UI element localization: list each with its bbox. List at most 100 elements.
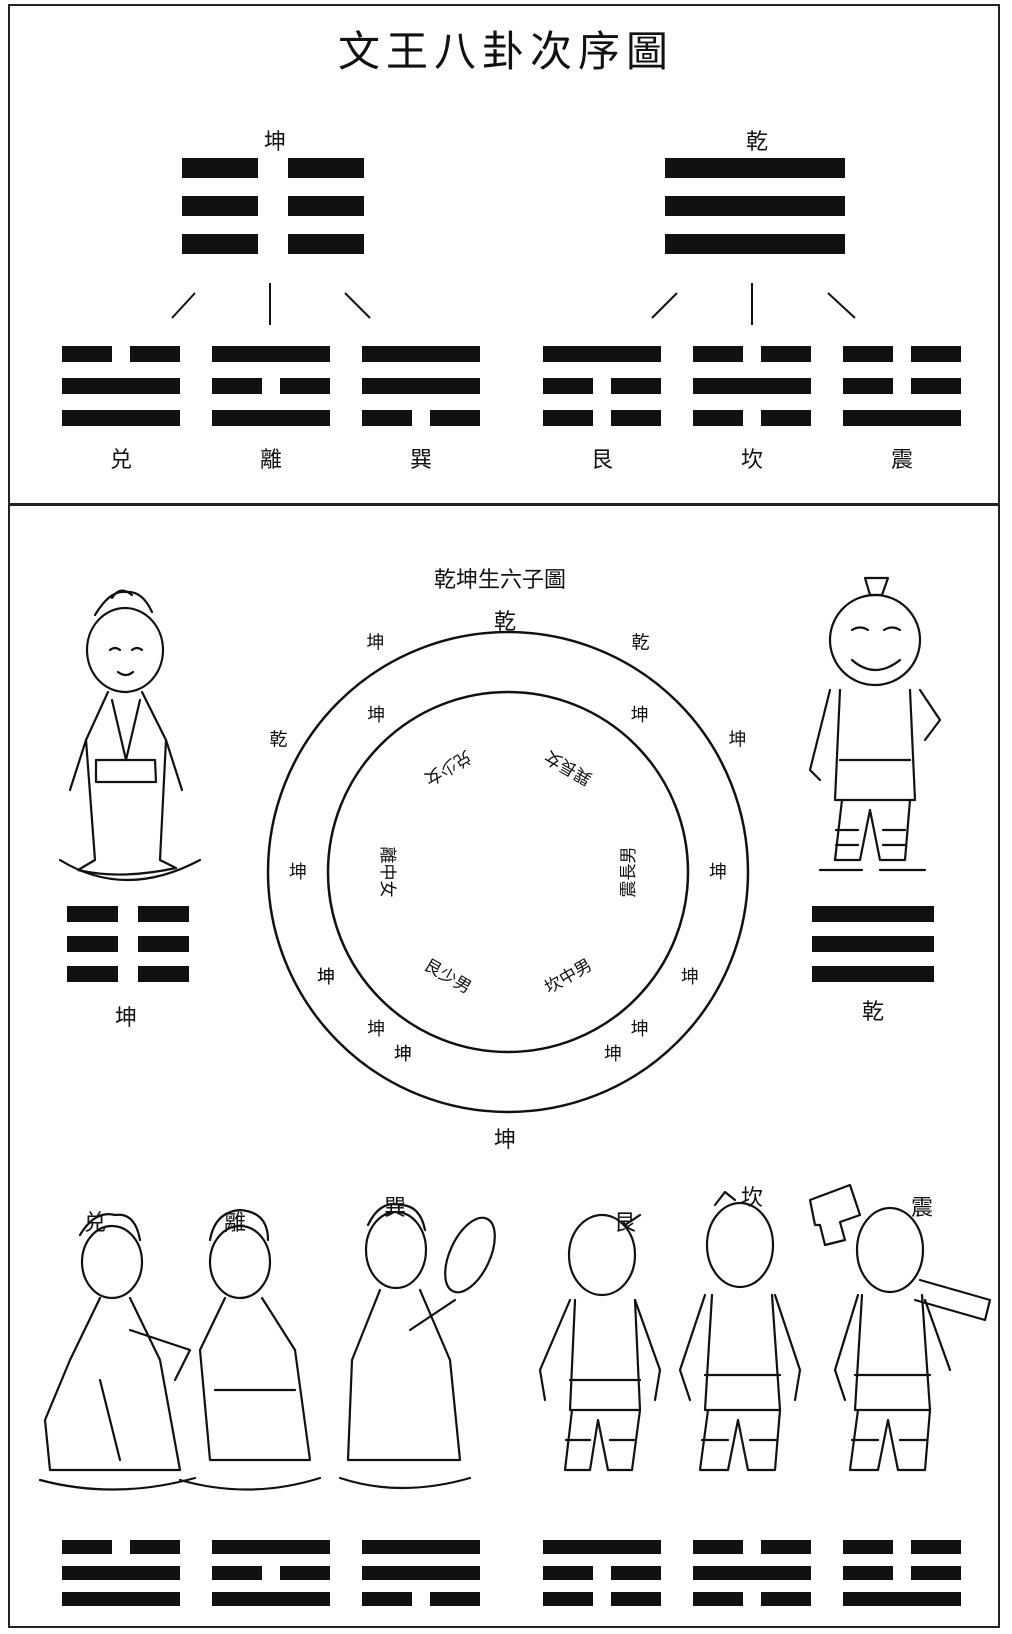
yin-line-segment: [693, 346, 743, 362]
son-zhen-figure: [808, 1183, 992, 1472]
yang-line: [362, 378, 480, 394]
yang-line: [543, 1540, 661, 1554]
trigram-bottom-li: [212, 1540, 330, 1606]
page-title: 文王八卦次序圖: [337, 27, 674, 76]
yang-line: [62, 1592, 180, 1606]
yin-line-segment: [430, 1592, 480, 1606]
parent-label-kun: 坤: [263, 130, 286, 155]
yin-line-segment: [182, 196, 258, 216]
yin-line-segment: [130, 1540, 180, 1554]
father-figure: [808, 576, 942, 872]
yin-line-segment: [288, 234, 364, 254]
yin-line-segment: [761, 1592, 811, 1606]
yang-line: [543, 346, 661, 362]
page-frame: [8, 4, 1000, 1628]
trigram-li: [212, 346, 330, 426]
trigram-kan: [693, 346, 811, 426]
circle-top-label: 乾: [493, 610, 516, 635]
trigram-bottom-xun: [362, 1540, 480, 1606]
son-kan-figure: [678, 1190, 802, 1472]
trigram-bottom-kan: [693, 1540, 811, 1606]
ring-label: 坤: [394, 1044, 412, 1065]
yang-line: [212, 410, 330, 426]
ring-label: 坤: [681, 967, 699, 988]
father-label: 乾: [861, 1000, 884, 1025]
figure-label-xun: 巽: [383, 1196, 406, 1221]
ring-label: 坤: [728, 730, 746, 751]
yin-line-segment: [761, 410, 811, 426]
yin-line-segment: [693, 1592, 743, 1606]
child-label-li: 離: [259, 448, 282, 473]
inner-child-text: 離中女: [377, 847, 397, 898]
yang-line: [62, 410, 180, 426]
daughter-li-figure: [178, 1208, 322, 1491]
ring-label: 坤: [317, 967, 335, 988]
mother-label: 坤: [114, 1006, 137, 1031]
figure-label-gen: 艮: [613, 1211, 636, 1236]
yin-line-segment: [67, 906, 118, 922]
yin-line-segment: [138, 906, 189, 922]
yang-line: [212, 346, 330, 362]
yin-line-segment: [138, 966, 189, 982]
section-divider: [8, 503, 1000, 506]
inner-child-text: 震長男: [619, 847, 639, 898]
child-label-gen: 艮: [590, 448, 613, 473]
child-label-kan: 坎: [740, 448, 763, 473]
circle-title: 乾坤生六子圖: [433, 568, 566, 593]
yin-line-segment: [182, 158, 258, 178]
inner-ring-label: 坤: [367, 1019, 385, 1040]
yang-line: [812, 966, 934, 982]
outer-ring: [266, 630, 750, 1114]
yin-line-segment: [911, 1566, 961, 1580]
trigram-bottom-zhen: [843, 1540, 961, 1606]
inner-ring-label: 坤: [631, 1019, 649, 1040]
ring-label: 坤: [709, 862, 727, 883]
yin-line-segment: [611, 378, 661, 394]
yin-line-segment: [543, 1592, 593, 1606]
ring-label: 坤: [367, 633, 385, 654]
yin-line-segment: [611, 1566, 661, 1580]
child-label-dui: 兑: [109, 448, 132, 473]
yang-line: [843, 410, 961, 426]
yin-line-segment: [693, 410, 743, 426]
yin-line-segment: [288, 196, 364, 216]
figure-label-li: 離: [223, 1211, 246, 1236]
yin-line-segment: [611, 410, 661, 426]
child-label-xun: 巽: [409, 448, 432, 473]
yang-line: [62, 1566, 180, 1580]
yang-line: [362, 1566, 480, 1580]
ring-label: 乾: [632, 633, 650, 654]
ring-label: 乾: [270, 730, 288, 751]
son-gen-figure: [538, 1213, 662, 1472]
yang-line: [362, 1540, 480, 1554]
yin-line-segment: [62, 346, 112, 362]
yang-line: [212, 1540, 330, 1554]
ring-label: 坤: [394, 1044, 412, 1065]
yang-line: [693, 378, 811, 394]
yang-line: [843, 1592, 961, 1606]
yin-line-segment: [911, 1540, 961, 1554]
parent-label-qian: 乾: [745, 130, 768, 155]
yang-line: [665, 158, 845, 178]
yin-line-segment: [430, 410, 480, 426]
yin-line-segment: [182, 234, 258, 254]
yang-line: [812, 936, 934, 952]
yin-line-segment: [693, 1540, 743, 1554]
trigram-gen: [543, 346, 661, 426]
yin-line-segment: [843, 378, 893, 394]
inner-ring-label: 坤: [367, 705, 385, 726]
mother-figure: [58, 589, 202, 881]
trigram-bottom-gen: [543, 1540, 661, 1606]
yin-line-segment: [843, 1566, 893, 1580]
yin-line-segment: [843, 1540, 893, 1554]
yang-line: [812, 906, 934, 922]
daughter-xun-figure: [338, 1203, 496, 1490]
yin-line-segment: [761, 346, 811, 362]
yin-line-segment: [130, 346, 180, 362]
yin-line-segment: [67, 966, 118, 982]
yin-line-segment: [280, 378, 330, 394]
yang-line: [665, 234, 845, 254]
yang-line: [62, 378, 180, 394]
